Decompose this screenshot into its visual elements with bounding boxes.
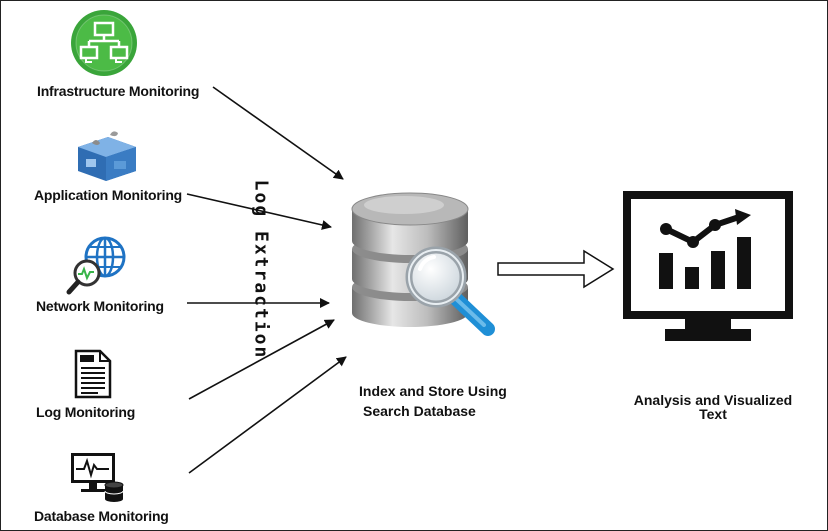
center-label-line2: Search Database — [363, 403, 476, 419]
source-label-infrastructure: Infrastructure Monitoring — [37, 83, 200, 99]
monitor-database-icon — [71, 453, 124, 502]
puzzle-cube-icon — [78, 131, 136, 181]
database-search-icon — [351, 192, 495, 336]
center-label-line1: Index and Store Using — [359, 383, 507, 399]
log-file-icon — [74, 349, 112, 399]
output-label-line1: Analysis and Visualized — [633, 392, 793, 408]
globe-search-icon — [66, 236, 126, 295]
log-extraction-label: Log Extraction — [250, 179, 272, 359]
output-flow-arrow — [497, 249, 615, 289]
log-extraction-label-box: Log Extraction — [249, 169, 273, 369]
arrow-database — [188, 356, 347, 474]
source-label-application: Application Monitoring — [34, 187, 183, 203]
network-icon — [71, 10, 137, 76]
output-label-line2: Text — [699, 406, 727, 422]
source-label-database: Database Monitoring — [34, 508, 169, 524]
output-label: Analysis and Visualized Text — [623, 393, 803, 421]
source-label-log: Log Monitoring — [36, 404, 136, 420]
analytics-monitor-icon — [623, 191, 793, 341]
arrow-log — [188, 319, 335, 400]
arrow-infrastructure — [212, 86, 344, 180]
arrow-application — [186, 193, 332, 230]
source-label-network: Network Monitoring — [36, 298, 164, 314]
